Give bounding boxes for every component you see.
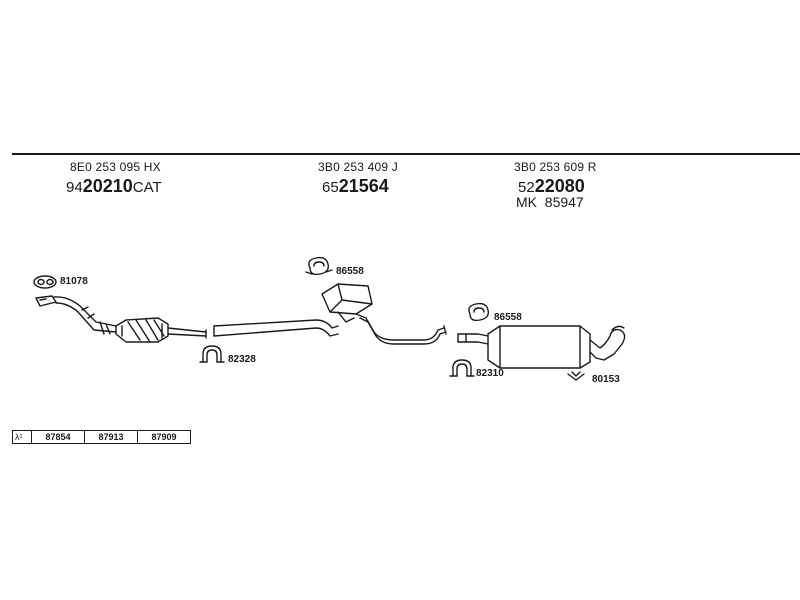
rubber-hanger-icon (305, 256, 333, 276)
part-number-front: 8E0 253 095 HX (70, 160, 161, 174)
label-clamp-front: 82328 (228, 354, 256, 365)
sensor-code: 87913 (84, 430, 138, 444)
catalytic-converter-icon (115, 317, 207, 343)
hanger-bracket-icon (567, 371, 585, 381)
intermediate-pipe-icon (213, 319, 339, 337)
rubber-hanger-icon (468, 302, 490, 322)
sensor-code: 87854 (31, 430, 85, 444)
order-code-middle: 6521564 (322, 176, 389, 197)
header-divider (12, 153, 800, 155)
order-code-main: 21564 (338, 176, 389, 196)
part-number-middle: 3B0 253 409 J (318, 160, 398, 174)
label-hanger-bracket: 80153 (592, 374, 620, 385)
lambda-sensor-table: λ¹ 87854 87913 87909 (12, 430, 191, 444)
order-code-suffix: CAT (132, 179, 162, 196)
label-hanger-rear: 86558 (494, 312, 522, 323)
lambda-sensor-symbol: λ¹ (12, 430, 32, 444)
gasket-icon (33, 275, 57, 289)
middle-silencer-icon (321, 283, 447, 345)
clamp-icon (199, 345, 225, 363)
label-hanger-middle: 86558 (336, 266, 364, 277)
order-code-prefix: 65 (322, 179, 339, 196)
order-code-rear: 5222080 (518, 176, 585, 197)
order-code-prefix: 52 (518, 179, 535, 196)
label-gasket: 81078 (60, 276, 88, 287)
order-code-main: 20210 (82, 176, 133, 196)
mounting-kit: MK 85947 (516, 194, 584, 210)
front-pipe-icon (35, 295, 117, 335)
mounting-kit-label: MK (516, 194, 537, 210)
part-number-rear: 3B0 253 609 R (514, 160, 597, 174)
label-clamp-rear: 82310 (476, 368, 504, 379)
rear-silencer-icon (487, 325, 626, 369)
order-code-prefix: 94 (66, 179, 83, 196)
clamp-icon (449, 359, 475, 377)
rear-pipe-icon (457, 333, 489, 345)
mounting-kit-code: 85947 (544, 194, 584, 210)
sensor-code: 87909 (137, 430, 191, 444)
order-code-main: 22080 (534, 176, 585, 196)
order-code-front: 9420210CAT (66, 176, 162, 197)
